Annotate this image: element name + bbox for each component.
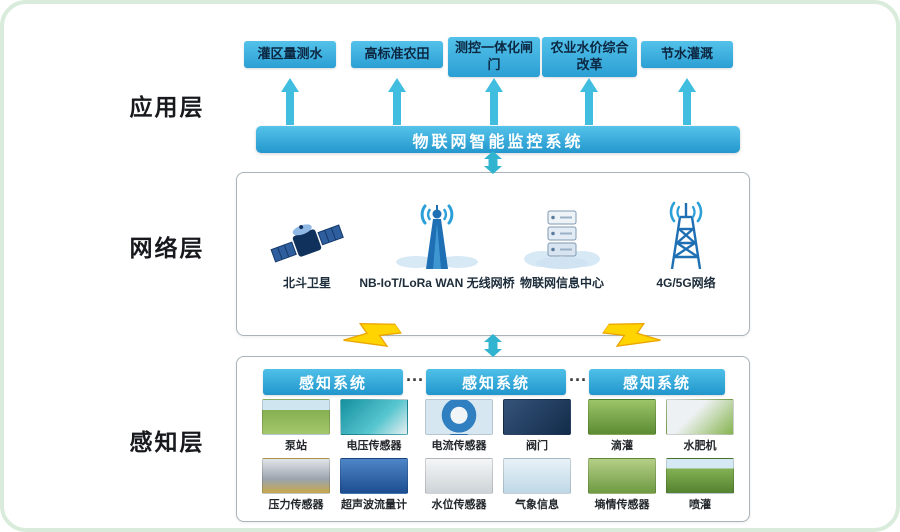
- item-label: 泵站: [285, 440, 307, 452]
- water-level-sensor-photo: [425, 458, 493, 494]
- list-item: 墒情传感器: [585, 458, 659, 512]
- network-node-label: NB-IoT/LoRa WAN 无线网桥: [359, 276, 515, 290]
- perception-system-label: 感知系统: [461, 374, 530, 392]
- item-label: 墒情传感器: [594, 499, 650, 511]
- app-box-high-standard-farmland: 高标准农田: [351, 41, 443, 68]
- app-box-label: 农业水价综合改革: [550, 40, 629, 72]
- valve-photo: [503, 399, 571, 435]
- app-box-label: 测控一体化闸门: [454, 40, 533, 72]
- perception-system-header: 感知系统: [263, 369, 403, 395]
- up-arrow-icon: [281, 78, 299, 125]
- item-label: 喷灌: [689, 499, 711, 511]
- cloud-datacenter-icon: [522, 195, 602, 269]
- perception-system-header: 感知系统: [589, 369, 725, 395]
- double-arrow-icon: [484, 151, 502, 174]
- network-node-iot-datacenter: 物联网信息中心: [499, 195, 625, 291]
- ultrasonic-flowmeter-photo: [340, 458, 408, 494]
- perception-system-header: 感知系统: [426, 369, 566, 395]
- network-node-label: 北斗卫星: [282, 276, 331, 290]
- network-node-label: 4G/5G网络: [656, 276, 716, 290]
- up-arrow-icon: [485, 78, 503, 125]
- application-layer-label: 应用层: [129, 94, 205, 120]
- app-box-label: 节水灌溉: [660, 46, 713, 62]
- network-layer-panel: 北斗卫星 NB-IoT/LoRa WAN 无线网桥: [236, 172, 750, 336]
- iot-monitoring-platform-bar: 物联网智能监控系统: [256, 126, 740, 153]
- sprinkler-irrigation-photo: [666, 458, 734, 494]
- item-label: 压力传感器: [268, 499, 324, 511]
- list-item: 泵站: [259, 399, 333, 453]
- weather-station-photo: [503, 458, 571, 494]
- perception-group-2: 电流传感器 阀门 水位传感器 气象信息: [422, 399, 574, 512]
- pressure-sensor-photo: [262, 458, 330, 494]
- drip-irrigation-photo: [588, 399, 656, 435]
- network-node-label: 物联网信息中心: [519, 276, 604, 290]
- list-item: 水位传感器: [422, 458, 496, 512]
- soil-moisture-sensor-photo: [588, 458, 656, 494]
- app-box-water-saving-irrigation: 节水灌溉: [641, 41, 733, 68]
- ellipsis-separator: ···: [406, 370, 424, 390]
- pump-station-photo: [262, 399, 330, 435]
- up-arrow-icon: [580, 78, 598, 125]
- item-label: 滴灌: [611, 440, 633, 452]
- list-item: 超声波流量计: [337, 458, 411, 512]
- up-arrow-icon: [678, 78, 696, 125]
- perception-system-label: 感知系统: [298, 374, 367, 392]
- perception-layer-panel: 感知系统 ··· 感知系统 ··· 感知系统 泵站 电压传感器 压力传感器: [236, 356, 750, 522]
- list-item: 电压传感器: [337, 399, 411, 453]
- app-box-label: 高标准农田: [364, 46, 430, 62]
- list-item: 水肥机: [663, 399, 737, 453]
- up-arrow-icon: [388, 78, 406, 125]
- item-label: 水位传感器: [431, 499, 487, 511]
- item-label: 阀门: [526, 440, 548, 452]
- item-label: 气象信息: [515, 499, 559, 511]
- app-box-integrated-gate: 测控一体化闸门: [448, 37, 540, 77]
- perception-layer-label: 感知层: [129, 429, 205, 455]
- lightning-bolt-icon: [601, 322, 661, 347]
- network-layer-label: 网络层: [129, 235, 205, 261]
- item-label: 电压传感器: [346, 440, 402, 452]
- ellipsis-separator: ···: [569, 370, 587, 390]
- platform-bar-label: 物联网智能监控系统: [412, 133, 584, 151]
- item-label: 电流传感器: [431, 440, 487, 452]
- voltage-sensor-photo: [340, 399, 408, 435]
- cell-tower-icon: [654, 195, 718, 269]
- lightning-bolt-icon: [343, 322, 403, 347]
- satellite-icon: [265, 195, 349, 269]
- current-sensor-photo: [425, 399, 493, 435]
- fertilizer-machine-photo: [666, 399, 734, 435]
- app-box-label: 灌区量测水: [257, 46, 323, 62]
- wireless-bridge-tower-icon: [392, 195, 482, 269]
- item-label: 水肥机: [683, 440, 717, 452]
- network-node-wireless-bridge: NB-IoT/LoRa WAN 无线网桥: [349, 195, 525, 291]
- list-item: 气象信息: [500, 458, 574, 512]
- app-box-water-price-reform: 农业水价综合改革: [542, 37, 637, 77]
- perception-group-1: 泵站 电压传感器 压力传感器 超声波流量计: [259, 399, 411, 512]
- double-arrow-icon: [484, 334, 502, 357]
- list-item: 压力传感器: [259, 458, 333, 512]
- network-node-beidou: 北斗卫星: [247, 195, 367, 291]
- perception-system-label: 感知系统: [622, 374, 691, 392]
- list-item: 阀门: [500, 399, 574, 453]
- list-item: 电流传感器: [422, 399, 496, 453]
- app-box-irrigation-metering: 灌区量测水: [244, 41, 336, 68]
- network-node-4g5g: 4G/5G网络: [633, 195, 739, 291]
- perception-group-3: 滴灌 水肥机 墒情传感器 喷灌: [585, 399, 737, 512]
- list-item: 滴灌: [585, 399, 659, 453]
- item-label: 超声波流量计: [341, 499, 407, 511]
- list-item: 喷灌: [663, 458, 737, 512]
